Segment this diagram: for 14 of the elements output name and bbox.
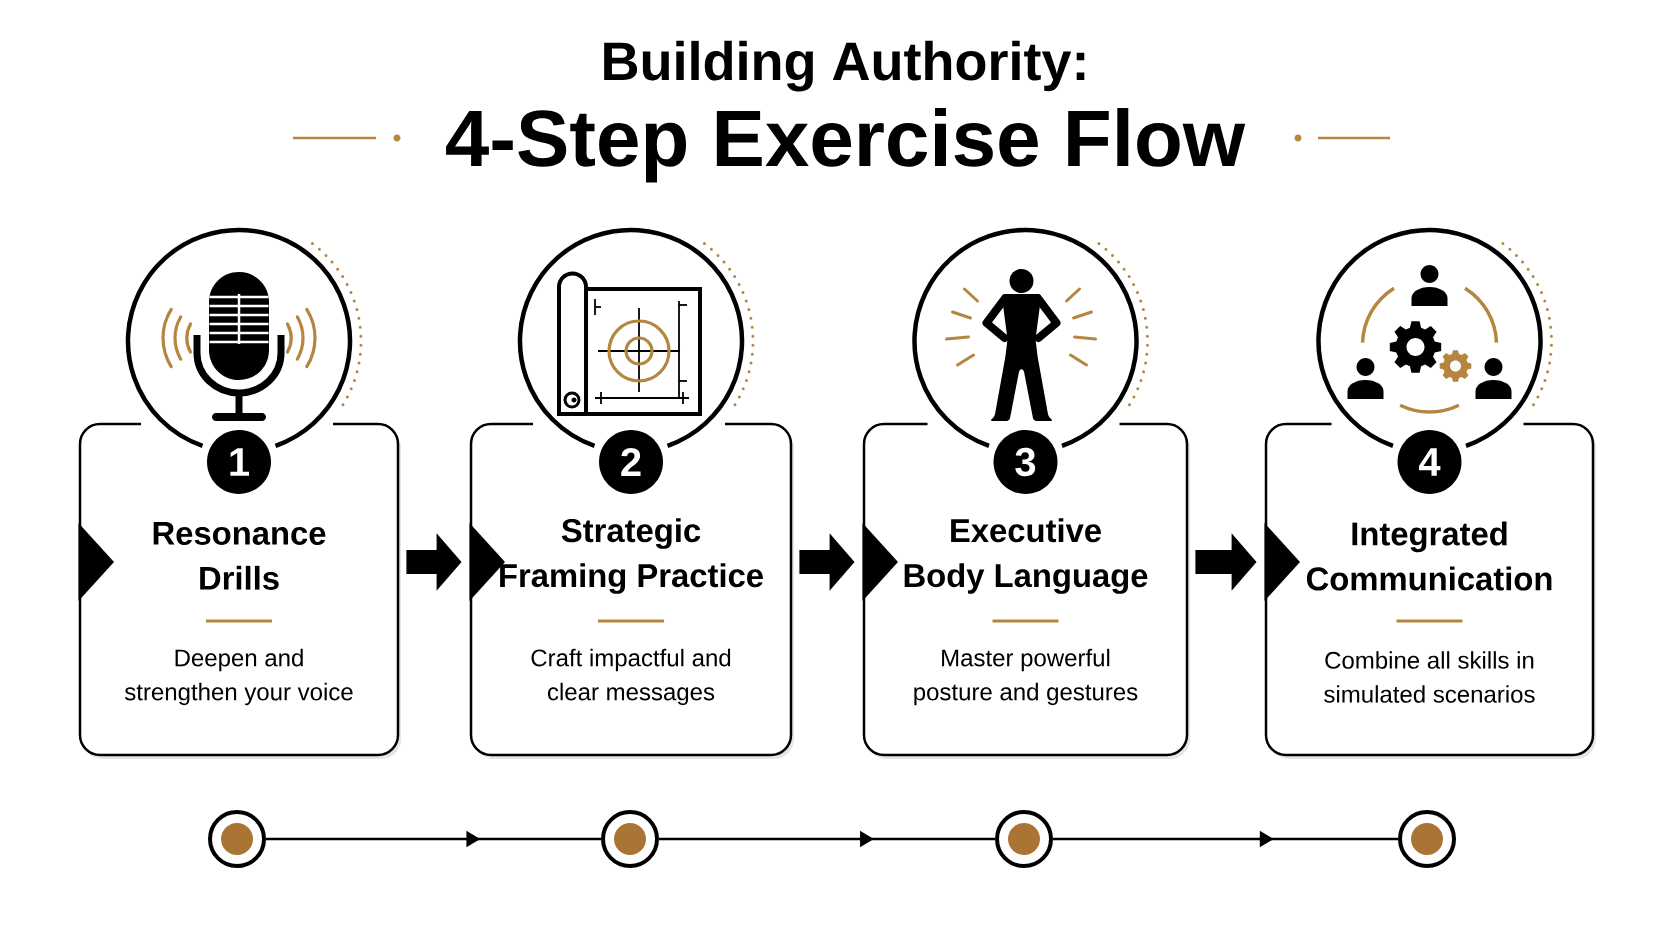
step-description: Craft impactful and clear messages bbox=[531, 648, 731, 706]
timeline-dot bbox=[208, 810, 266, 868]
title: Building Authority: bbox=[604, 40, 1085, 92]
step-description: Deepen and strengthen your voice bbox=[124, 648, 353, 706]
timeline-dot bbox=[995, 810, 1053, 868]
step-title: Executive Body Language bbox=[904, 518, 1148, 594]
step-title: Integrated Communication bbox=[1306, 521, 1552, 591]
step-description: Combine all skills in simulated scenarios bbox=[1324, 651, 1535, 703]
step-title: Strategic Framing Practice bbox=[500, 518, 763, 594]
heading: 4-Step Exercise Flow bbox=[446, 108, 1246, 183]
timeline-dot bbox=[601, 810, 659, 868]
step-title: Resonance Drills bbox=[153, 522, 326, 590]
step-description: Master powerful posture and gestures bbox=[914, 648, 1138, 706]
timeline-dot bbox=[1398, 810, 1456, 868]
